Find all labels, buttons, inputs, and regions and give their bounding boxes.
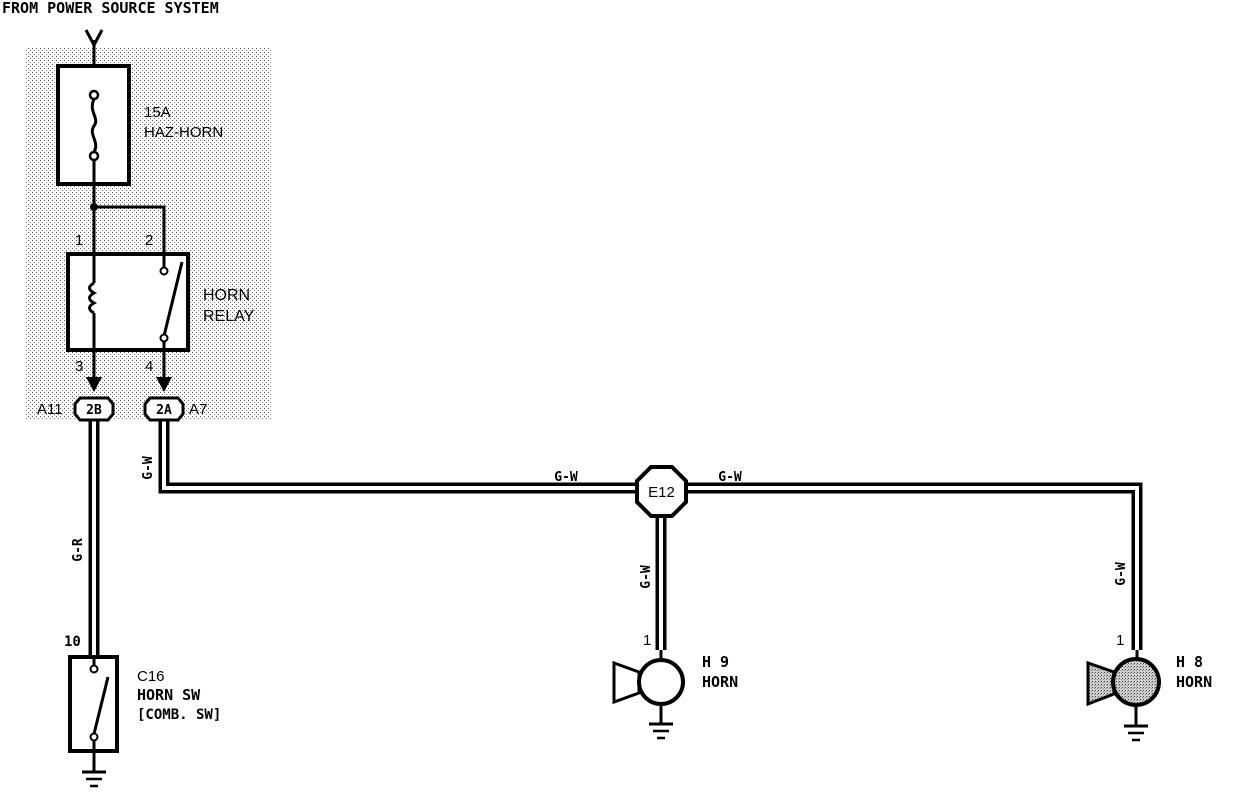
wire-label-g-r: G-R [71,538,86,562]
ground-icon [82,751,106,788]
svg-text:2B: 2B [86,403,102,418]
relay-pin2-feed-wire [94,205,166,255]
horn-low-pin: 1 [643,632,651,649]
wire-g-w-main [158,412,1143,650]
splice-dot [90,203,98,211]
horn-switch-subname: [COMB. SW] [137,707,221,723]
svg-text:2A: 2A [156,403,172,418]
horn-relay [66,252,190,352]
svg-text:E12: E12 [648,484,675,501]
wire-label-g-w-top-left: G-W [554,470,578,485]
horn-high-id: H 8 [1176,653,1203,671]
connector-2b: 2B [73,396,115,422]
relay-pin-2: 2 [145,232,153,249]
relay-pin-4: 4 [145,358,153,375]
splice-e12: E12 [635,465,688,518]
connector-2a: 2A [143,396,185,422]
wire-label-g-w-mid: G-W [639,565,654,589]
fuse-rating: 15A [144,104,171,121]
horn-switch [68,655,119,753]
horn-switch-pin: 10 [64,634,81,650]
wire-label-g-w-top-right: G-W [718,470,742,485]
horn-low-id: H 9 [702,653,729,671]
connector-a7-label: A7 [189,401,207,418]
ground-icon [649,704,673,740]
horn-high-icon [1086,650,1161,707]
connector-a11-label: A11 [37,401,63,418]
horn-switch-name: HORN SW [137,686,201,704]
relay-name-line2: RELAY [203,308,255,325]
horn-high-name: HORN [1176,673,1212,691]
horn-low-name: HORN [702,673,738,691]
horn-low-icon [612,650,685,706]
fuse-name: HAZ-HORN [144,124,223,141]
relay-name-line1: HORN [203,287,250,304]
terminal-arrow-3 [86,377,102,392]
ground-icon [1124,705,1148,742]
horn-switch-id: C16 [137,668,165,685]
relay-pin-3: 3 [75,358,83,375]
relay-pin-1: 1 [75,232,83,249]
terminal-arrow-4 [156,377,172,392]
horn-high-pin: 1 [1116,632,1124,649]
wire-label-g-w-right: G-W [1114,562,1129,586]
power-source-label: FROM POWER SOURCE SYSTEM [2,0,219,17]
wire-label-g-w-left: G-W [141,456,156,480]
